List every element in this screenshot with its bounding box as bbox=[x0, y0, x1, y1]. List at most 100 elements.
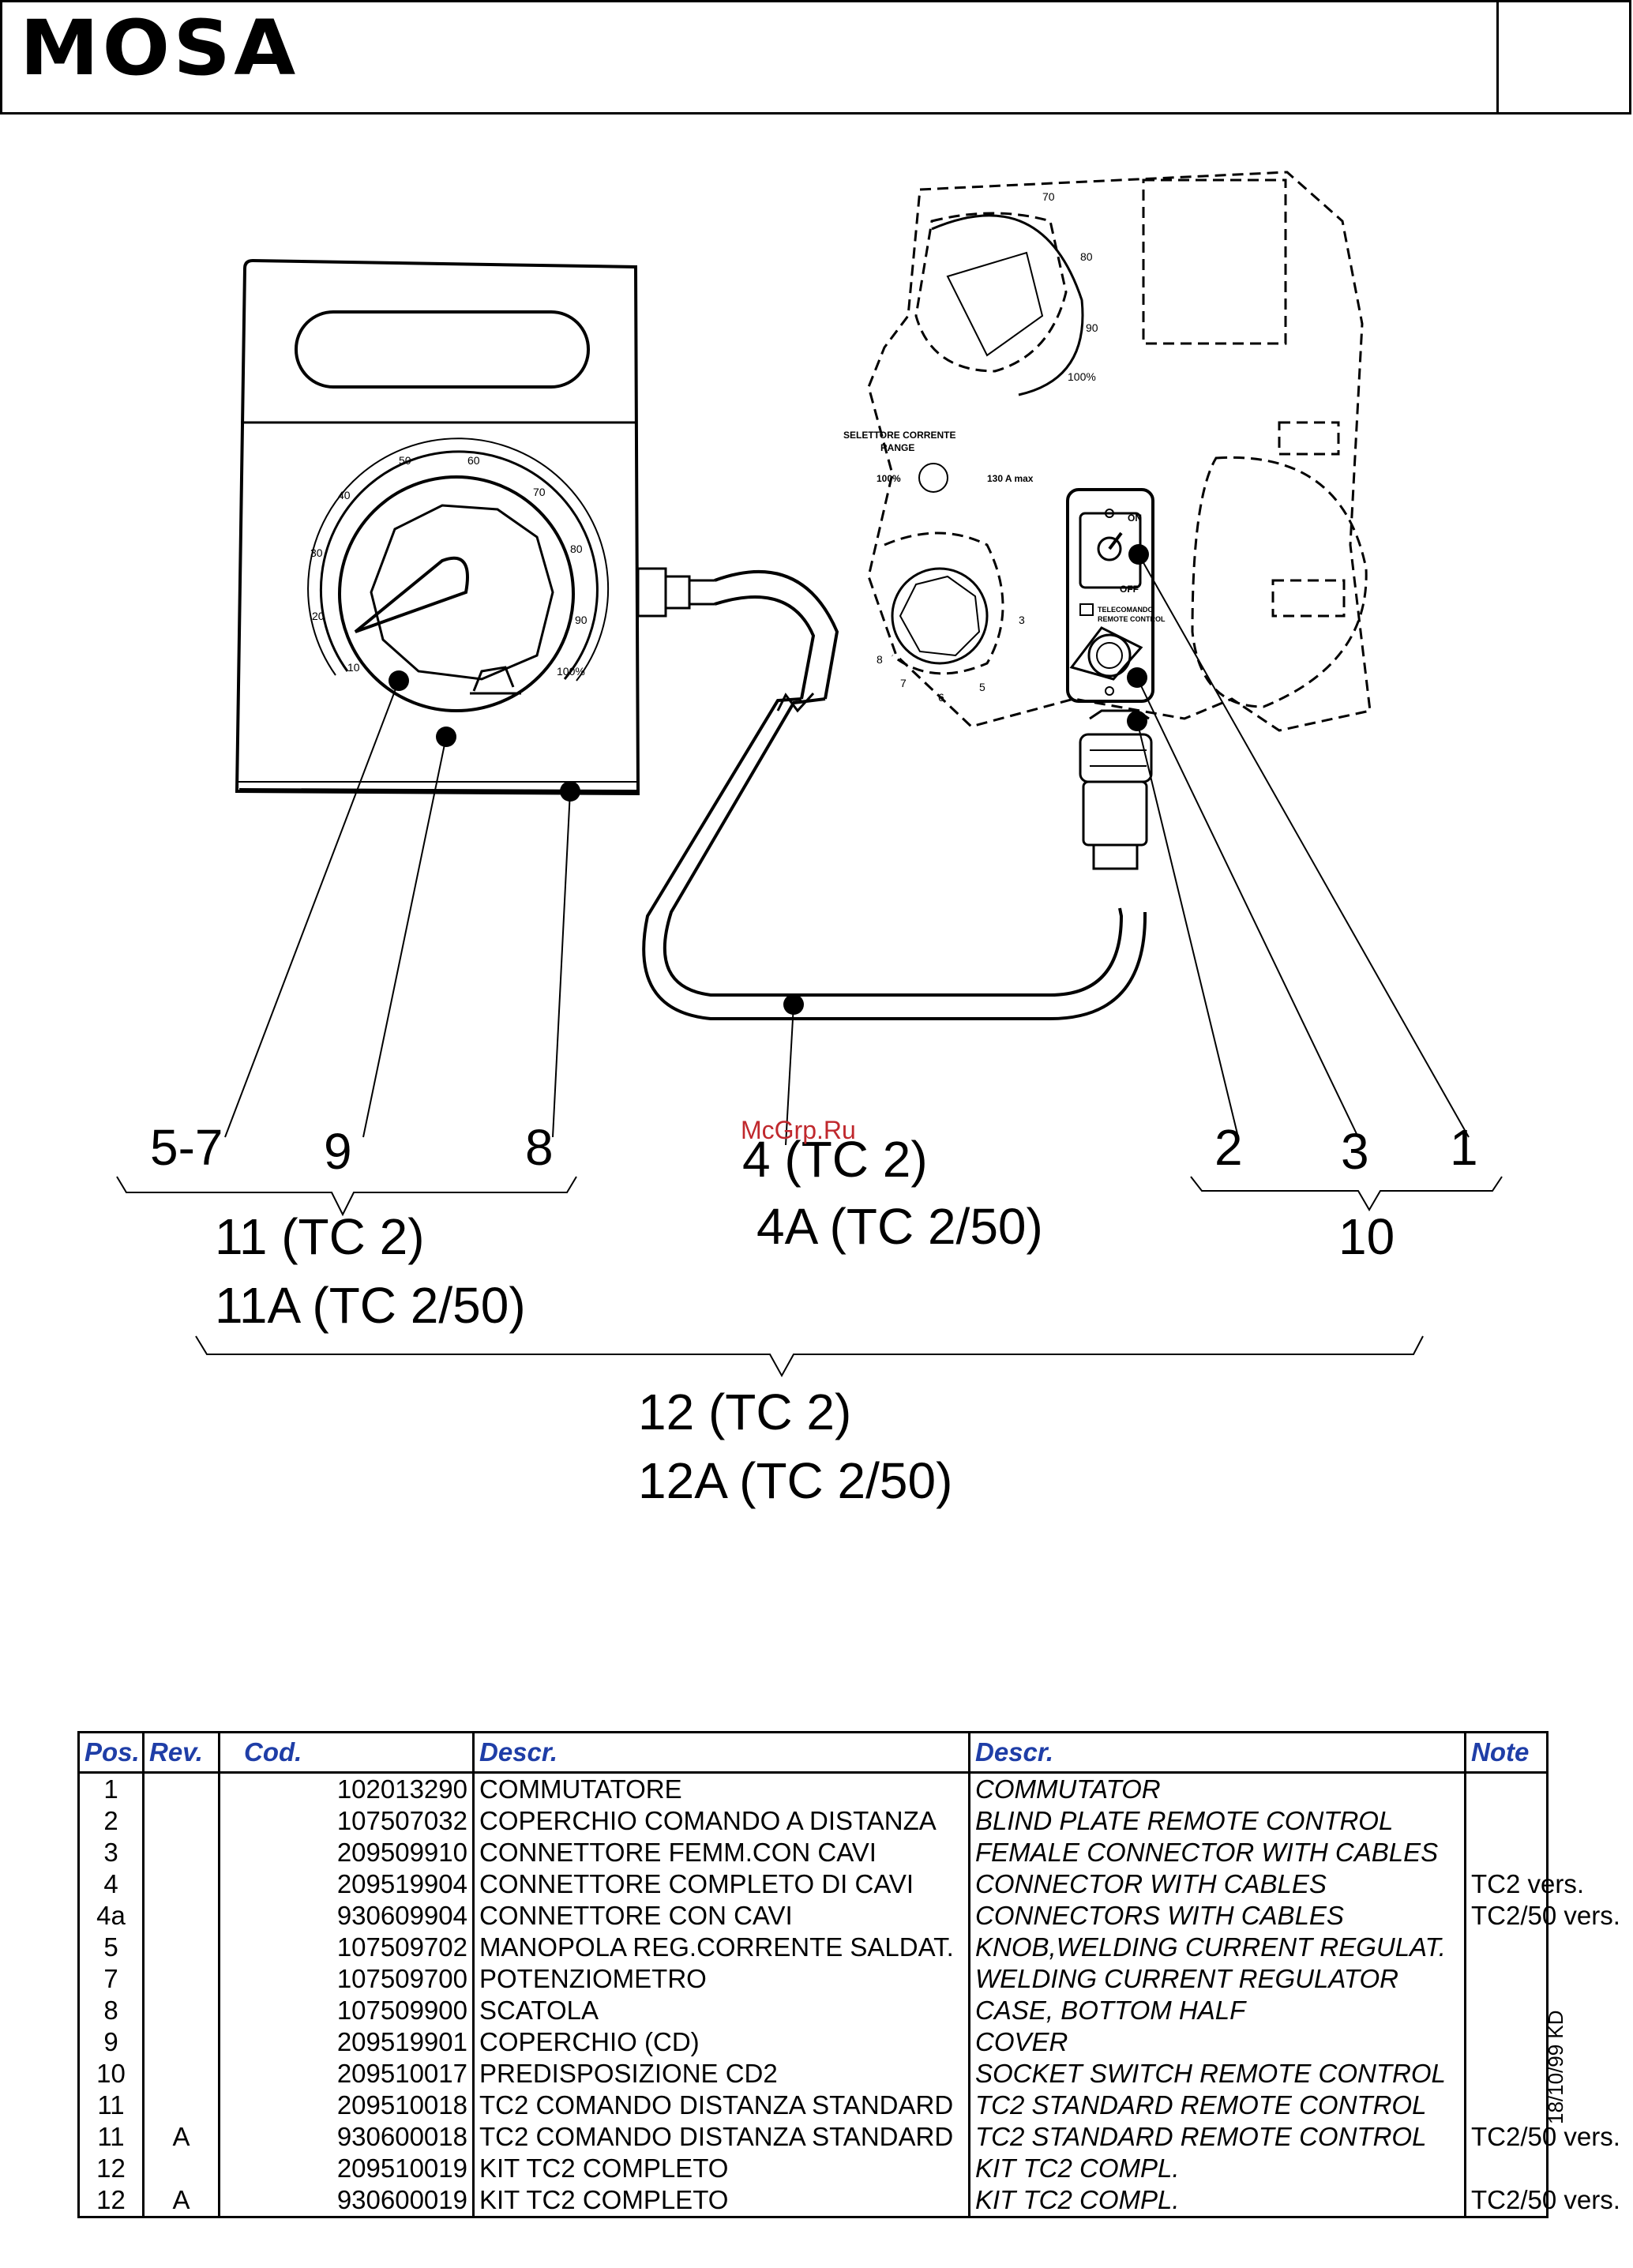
header-divider bbox=[1496, 2, 1499, 112]
cell-descr-it: POTENZIOMETRO bbox=[472, 1963, 970, 1995]
cell-cod: 930600019 bbox=[218, 2184, 475, 2218]
cell-descr-en: CONNECTORS WITH CABLES bbox=[968, 1900, 1466, 1932]
cell-descr-it: COPERCHIO (CD) bbox=[472, 2026, 970, 2058]
callout-3: 3 bbox=[1341, 1123, 1369, 1180]
cell-pos: 8 bbox=[77, 1995, 145, 2026]
cell-descr-en: TC2 STANDARD REMOTE CONTROL bbox=[968, 2090, 1466, 2121]
cell-rev bbox=[142, 1995, 220, 2026]
cell-cod: 107509900 bbox=[218, 1995, 475, 2026]
callout-12: 12 (TC 2) bbox=[638, 1384, 851, 1440]
cell-pos: 2 bbox=[77, 1805, 145, 1837]
remote-label-1: TELECOMANDO bbox=[1098, 606, 1154, 614]
cell-pos: 5 bbox=[77, 1932, 145, 1963]
callout-4: 4 (TC 2) bbox=[742, 1131, 928, 1188]
selector-right: 130 A max bbox=[987, 473, 1034, 484]
selector-left: 100% bbox=[877, 473, 901, 484]
cell-cod: 209519904 bbox=[218, 1868, 475, 1900]
cell-cod: 107509700 bbox=[218, 1963, 475, 1995]
callout-8: 8 bbox=[525, 1119, 554, 1176]
cell-note bbox=[1464, 2153, 1549, 2184]
box-dial bbox=[307, 437, 610, 712]
cell-descr-en: TC2 STANDARD REMOTE CONTROL bbox=[968, 2121, 1466, 2153]
col-note: Note bbox=[1464, 1731, 1549, 1774]
cell-pos: 1 bbox=[77, 1772, 145, 1805]
cell-cod: 102013290 bbox=[218, 1772, 475, 1805]
cell-descr-en: KIT TC2 COMPL. bbox=[968, 2184, 1466, 2218]
page-header: MOSA bbox=[0, 0, 1631, 115]
cell-cod: 930609904 bbox=[218, 1900, 475, 1932]
cell-rev bbox=[142, 2058, 220, 2090]
cell-descr-it: COMMUTATORE bbox=[472, 1772, 970, 1805]
cell-rev bbox=[142, 1868, 220, 1900]
cell-descr-it: TC2 COMANDO DISTANZA STANDARD bbox=[472, 2090, 970, 2121]
panel-dial bbox=[891, 214, 1084, 665]
cell-pos: 12 bbox=[77, 2153, 145, 2184]
remote-socket bbox=[1087, 633, 1132, 678]
selector-label-1: SELETTORE CORRENTE bbox=[843, 430, 955, 441]
cell-rev bbox=[142, 1900, 220, 1932]
cell-rev bbox=[142, 2026, 220, 2058]
machine-panel bbox=[867, 171, 1372, 732]
cell-pos: 4 bbox=[77, 1868, 145, 1900]
callout-9: 9 bbox=[324, 1123, 352, 1180]
socket-num-8: 8 bbox=[877, 653, 883, 666]
cell-descr-it: CONNETTORE FEMM.CON CAVI bbox=[472, 1837, 970, 1868]
switch-on-label: ON bbox=[1128, 513, 1142, 524]
cell-pos: 4a bbox=[77, 1900, 145, 1932]
col-descr-it: Descr. bbox=[472, 1731, 970, 1774]
cell-descr-en: SOCKET SWITCH REMOTE CONTROL bbox=[968, 2058, 1466, 2090]
cell-descr-it: KIT TC2 COMPLETO bbox=[472, 2184, 970, 2218]
cell-descr-en: COVER bbox=[968, 2026, 1466, 2058]
callout-4a: 4A (TC 2/50) bbox=[756, 1198, 1043, 1255]
cell-rev bbox=[142, 2153, 220, 2184]
panel-scale-70: 70 bbox=[1042, 190, 1055, 203]
cell-pos: 7 bbox=[77, 1963, 145, 1995]
toggle-switch bbox=[1097, 536, 1122, 561]
cell-note bbox=[1464, 1995, 1549, 2026]
col-rev: Rev. bbox=[142, 1731, 220, 1774]
callout-11a: 11A (TC 2/50) bbox=[215, 1277, 526, 1334]
cell-descr-en: WELDING CURRENT REGULATOR bbox=[968, 1963, 1466, 1995]
callout-1: 1 bbox=[1450, 1119, 1478, 1176]
cell-pos: 12 bbox=[77, 2184, 145, 2218]
cell-cod: 209519901 bbox=[218, 2026, 475, 2058]
cell-cod: 107509702 bbox=[218, 1932, 475, 1963]
callout-2: 2 bbox=[1214, 1119, 1243, 1176]
header-rule-left bbox=[271, 112, 1092, 115]
switch-plate bbox=[1066, 488, 1154, 703]
cell-rev bbox=[142, 1772, 220, 1805]
box-scale-80: 80 bbox=[570, 543, 583, 555]
cell-cod: 209510017 bbox=[218, 2058, 475, 2090]
callout-11: 11 (TC 2) bbox=[215, 1208, 425, 1265]
cell-rev bbox=[142, 1837, 220, 1868]
cell-descr-en: COMMUTATOR bbox=[968, 1772, 1466, 1805]
callout-10: 10 bbox=[1338, 1208, 1395, 1265]
selector-label-2: RANGE bbox=[880, 442, 914, 453]
watermark: McGrp.Ru bbox=[741, 1116, 856, 1144]
cell-note bbox=[1464, 2090, 1549, 2121]
cell-note: TC2/50 vers. bbox=[1464, 1900, 1620, 1932]
cell-rev bbox=[142, 1805, 220, 1837]
box-cable-connector bbox=[636, 567, 715, 618]
callout-dots bbox=[389, 544, 1149, 1015]
box-scale-10: 10 bbox=[347, 661, 360, 674]
cell-pos: 10 bbox=[77, 2058, 145, 2090]
cell-note bbox=[1464, 1932, 1549, 1963]
cell-descr-en: CASE, BOTTOM HALF bbox=[968, 1995, 1466, 2026]
col-descr-en: Descr. bbox=[968, 1731, 1466, 1774]
cell-note bbox=[1464, 1772, 1549, 1805]
cell-rev: A bbox=[142, 2184, 220, 2218]
cell-descr-it: TC2 COMANDO DISTANZA STANDARD bbox=[472, 2121, 970, 2153]
cell-descr-en: CONNECTOR WITH CABLES bbox=[968, 1868, 1466, 1900]
panel-scale-80: 80 bbox=[1080, 250, 1093, 263]
cell-rev bbox=[142, 1963, 220, 1995]
